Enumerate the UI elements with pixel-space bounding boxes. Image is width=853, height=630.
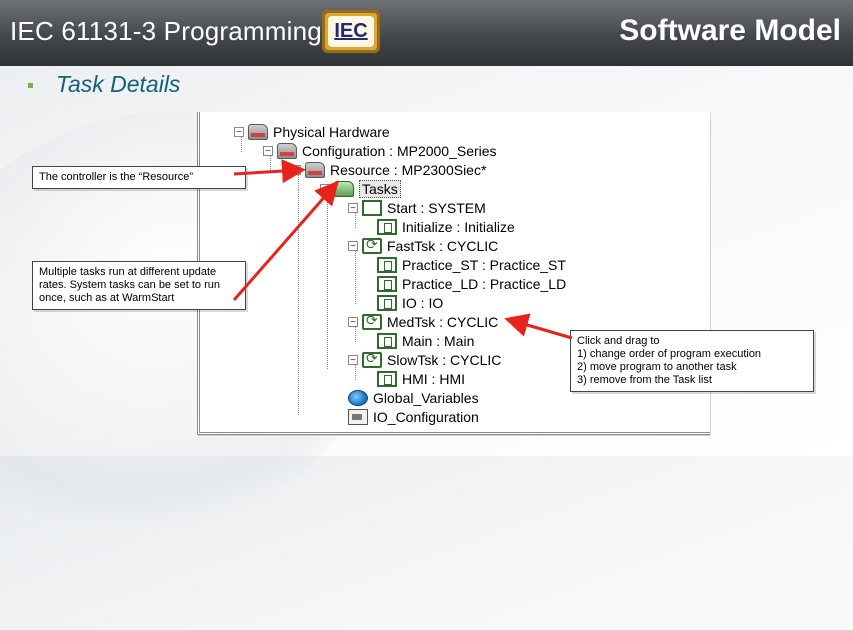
callout-text: Multiple tasks run at different update r… <box>39 266 220 304</box>
callout-drag: Click and drag to 1) change order of pro… <box>570 330 814 392</box>
tree-node-label: Practice_ST : Practice_ST <box>402 256 566 273</box>
tree-node-global-variables[interactable]: Global_Variables <box>348 388 479 407</box>
tree-node-label: IO : IO <box>402 294 444 311</box>
tree-node-hmi[interactable]: HMI : HMI <box>377 369 465 388</box>
tree-node-label: Physical Hardware <box>273 123 390 140</box>
program-icon <box>377 275 397 292</box>
folder-icon <box>305 161 325 178</box>
globe-icon <box>348 389 368 406</box>
tree-node-label: HMI : HMI <box>402 370 465 387</box>
tree-connector <box>355 322 356 342</box>
callout-text: The controller is the “Resource” <box>39 171 194 183</box>
callout-text: Click and drag to <box>577 335 660 347</box>
tree-connector <box>355 360 356 380</box>
folder-icon <box>248 123 268 140</box>
tree-node-label: Start : SYSTEM <box>387 199 486 216</box>
tree-node-label: Configuration : MP2000_Series <box>302 142 497 159</box>
program-icon <box>377 256 397 273</box>
collapse-toggle[interactable]: − <box>348 354 358 365</box>
program-icon <box>377 218 397 235</box>
tree-node-start-task[interactable]: − Start : SYSTEM <box>348 198 486 217</box>
collapse-toggle[interactable]: − <box>263 145 273 156</box>
cyclic-task-icon <box>362 312 382 330</box>
tree-node-configuration[interactable]: − Configuration : MP2000_Series <box>263 141 497 160</box>
tree-connector <box>270 151 271 171</box>
collapse-toggle[interactable]: − <box>291 164 301 175</box>
collapse-toggle[interactable]: − <box>348 316 358 327</box>
cyclic-task-icon <box>362 350 382 368</box>
folder-icon <box>277 142 297 159</box>
slide-title: IEC 61131-3 Programming <box>10 16 322 46</box>
tree-node-label: Tasks <box>359 179 401 198</box>
iec-logo-text: IEC <box>328 16 374 47</box>
tree-node-tasks[interactable]: − Tasks <box>320 179 401 198</box>
tree-node-fasttsk[interactable]: − FastTsk : CYCLIC <box>348 236 498 255</box>
collapse-toggle[interactable]: − <box>348 202 358 213</box>
system-task-icon <box>362 199 382 216</box>
tree-connector <box>355 246 356 304</box>
tree-node-medtsk[interactable]: − MedTsk : CYCLIC <box>348 312 498 331</box>
tree-node-slowtsk[interactable]: − SlowTsk : CYCLIC <box>348 350 501 369</box>
tree-node-io[interactable]: IO : IO <box>377 293 443 312</box>
callout-text: 3) remove from the Task list <box>577 374 712 386</box>
program-icon <box>377 332 397 349</box>
tree-node-label: Main : Main <box>402 332 475 349</box>
callout-text: 2) move program to another task <box>577 361 737 373</box>
tree-node-label: Global_Variables <box>373 389 479 406</box>
tree-node-label: SlowTsk : CYCLIC <box>387 351 502 368</box>
tree-node-resource[interactable]: − Resource : MP2300Siec* <box>291 160 486 179</box>
callout-resource: The controller is the “Resource” <box>32 166 246 189</box>
io-config-icon <box>348 408 368 425</box>
tree-node-label: Resource : MP2300Siec* <box>330 161 487 178</box>
tree-node-io-configuration[interactable]: IO_Configuration <box>348 407 479 426</box>
tree-node-practice-ld[interactable]: Practice_LD : Practice_LD <box>377 274 566 293</box>
tree-node-practice-st[interactable]: Practice_ST : Practice_ST <box>377 255 566 274</box>
collapse-toggle[interactable]: − <box>320 183 330 194</box>
cyclic-task-icon <box>362 236 382 254</box>
collapse-toggle[interactable]: − <box>348 240 358 251</box>
program-icon <box>377 294 397 311</box>
tree-node-label: FastTsk : CYCLIC <box>387 237 499 254</box>
tree-node-label: MedTsk : CYCLIC <box>387 313 499 330</box>
tree-node-physical-hardware[interactable]: − Physical Hardware <box>234 122 390 141</box>
tree-node-label: Initialize : Initialize <box>402 218 515 235</box>
tree-node-label: IO_Configuration <box>373 408 479 425</box>
tree-connector <box>298 189 299 415</box>
iec-logo: IEC <box>322 10 380 53</box>
tree-connector <box>241 132 242 152</box>
tree-node-label: Practice_LD : Practice_LD <box>402 275 567 292</box>
callout-text: 1) change order of program execution <box>577 348 762 360</box>
tree-connector <box>327 189 328 369</box>
program-icon <box>377 370 397 387</box>
tree-connector <box>355 208 356 228</box>
folder-green-icon <box>334 180 354 197</box>
callout-tasks: Multiple tasks run at different update r… <box>32 261 246 310</box>
section-title: Software Model <box>619 14 841 47</box>
tree-node-initialize[interactable]: Initialize : Initialize <box>377 217 515 236</box>
tree-node-main[interactable]: Main : Main <box>377 331 474 350</box>
bullet-icon <box>28 83 33 88</box>
collapse-toggle[interactable]: − <box>234 126 244 137</box>
slide-subtitle: Task Details <box>56 71 181 97</box>
slide-header: IEC 61131-3 Programming IEC Software Mod… <box>0 0 853 66</box>
